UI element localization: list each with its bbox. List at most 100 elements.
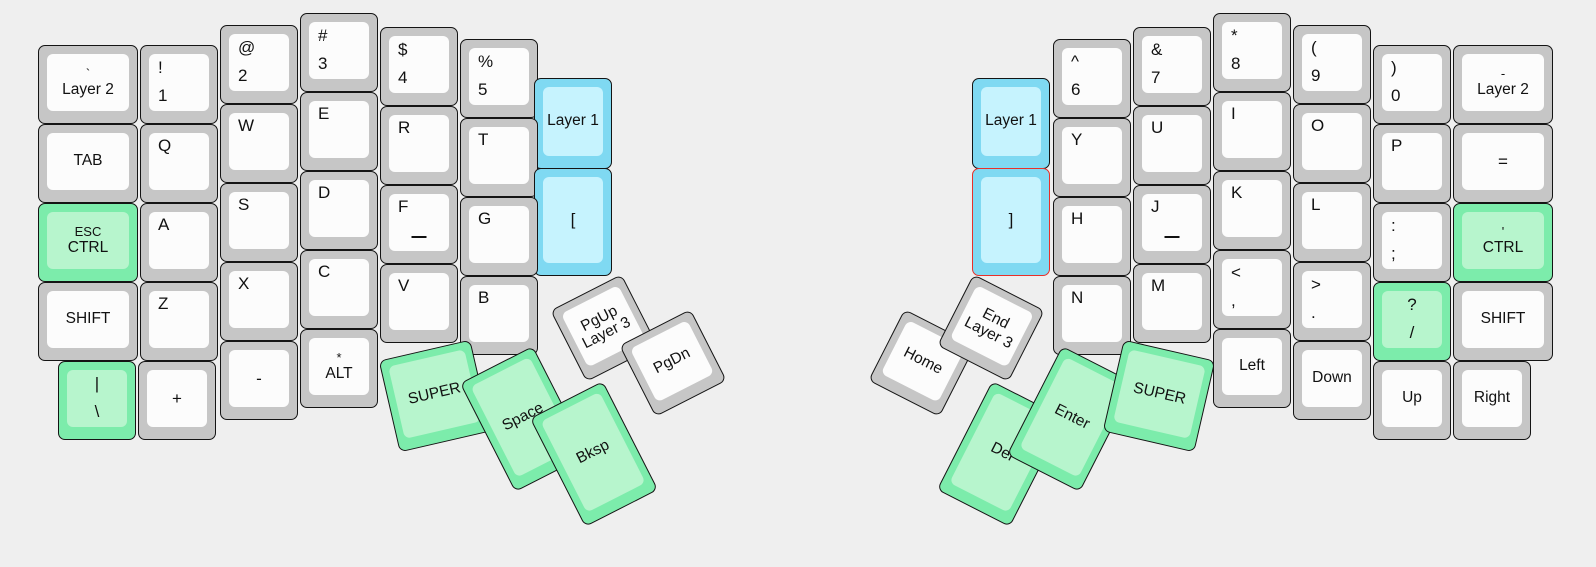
key-l-4[interactable]: $4	[380, 27, 458, 106]
keycap-l-g: G	[469, 206, 529, 263]
legend-base-r-7: 7	[1151, 68, 1161, 88]
key-l-shift[interactable]: SHIFT	[38, 282, 138, 361]
key-r-down[interactable]: Down	[1293, 341, 1371, 420]
key-r-h[interactable]: H	[1053, 197, 1131, 276]
legend-l-f: F	[398, 197, 409, 216]
key-r-super[interactable]: SUPER	[1102, 339, 1216, 453]
key-l-c[interactable]: C	[300, 250, 378, 329]
keycap-r-shift: SHIFT	[1462, 291, 1544, 348]
key-r-i[interactable]: I	[1213, 92, 1291, 171]
key-r-rbracket[interactable]: ]	[972, 168, 1050, 276]
key-l-a[interactable]: A	[140, 203, 218, 282]
key-l-v[interactable]: V	[380, 264, 458, 343]
key-r-equal[interactable]: =	[1453, 124, 1553, 203]
legend-shifted-r-9: (	[1311, 38, 1317, 57]
legend-r-right: Right	[1473, 389, 1511, 407]
key-l-z[interactable]: Z	[140, 282, 218, 361]
key-l-lbracket[interactable]: [	[534, 168, 612, 276]
keycap-l-5: %5	[469, 48, 529, 105]
key-r-9[interactable]: (9	[1293, 25, 1371, 104]
key-r-0[interactable]: )0	[1373, 45, 1451, 124]
key-r-m[interactable]: M	[1133, 264, 1211, 343]
key-r-p[interactable]: P	[1373, 124, 1451, 203]
legend-base-r-6: 6	[1071, 80, 1081, 100]
key-r-colon-semi[interactable]: :;	[1373, 203, 1451, 282]
keycap-r-right: Right	[1462, 370, 1522, 427]
key-l-plus[interactable]: +	[138, 361, 216, 440]
key-r-shift[interactable]: SHIFT	[1453, 282, 1553, 361]
keycap-l-pgdn: PgDn	[629, 319, 715, 403]
key-l-e[interactable]: E	[300, 92, 378, 171]
keycap-l-minus: -	[229, 350, 289, 407]
key-r-6[interactable]: ^6	[1053, 39, 1131, 118]
key-r-layer1[interactable]: Layer 1	[972, 78, 1050, 169]
keycap-l-lbracket: [	[543, 177, 603, 263]
keycap-r-0: )0	[1382, 54, 1442, 111]
key-r-y[interactable]: Y	[1053, 118, 1131, 197]
key-r-period[interactable]: >.	[1293, 262, 1371, 341]
key-l-5[interactable]: %5	[460, 39, 538, 118]
keycap-l-f: F	[389, 194, 449, 251]
legend-l-tab: TAB	[73, 152, 103, 170]
keycap-r-n: N	[1062, 285, 1122, 342]
key-r-o[interactable]: O	[1293, 104, 1371, 183]
key-r-right[interactable]: Right	[1453, 361, 1531, 440]
key-l-3[interactable]: #3	[300, 13, 378, 92]
key-r-minus-layer2[interactable]: -Layer 2	[1453, 45, 1553, 124]
key-r-up[interactable]: Up	[1373, 361, 1451, 440]
key-r-n[interactable]: N	[1053, 276, 1131, 355]
key-l-r[interactable]: R	[380, 106, 458, 185]
key-l-g[interactable]: G	[460, 197, 538, 276]
key-r-j[interactable]: J	[1133, 185, 1211, 264]
legend-base-l-3: 3	[318, 54, 328, 74]
legend-shifted-l-4: $	[398, 40, 408, 59]
key-l-t[interactable]: T	[460, 118, 538, 197]
legend-shifted-r-6: ^	[1071, 52, 1079, 71]
key-r-u[interactable]: U	[1133, 106, 1211, 185]
key-l-star-alt[interactable]: *ALT	[300, 329, 378, 408]
key-l-1[interactable]: !1	[140, 45, 218, 124]
keycap-r-super: SUPER	[1113, 349, 1206, 439]
legend-base-r-8: 8	[1231, 54, 1241, 74]
key-l-b[interactable]: B	[460, 276, 538, 355]
keycap-l-tab: TAB	[47, 133, 129, 190]
keycap-r-period: >.	[1302, 271, 1362, 328]
key-r-7[interactable]: &7	[1133, 27, 1211, 106]
key-l-s[interactable]: S	[220, 183, 298, 262]
key-l-pipe-backslash[interactable]: |\	[58, 361, 136, 440]
legend-lower-r-minus-layer2: Layer 2	[1477, 80, 1529, 98]
legend-upper-l-star-alt: *	[336, 350, 342, 366]
key-r-comma[interactable]: <,	[1213, 250, 1291, 329]
legend-lower-l-grave-layer2: Layer 2	[62, 80, 114, 98]
keycap-l-star-alt: *ALT	[309, 338, 369, 395]
legend-base-r-slash: /	[1409, 323, 1415, 343]
key-l-minus[interactable]: -	[220, 341, 298, 420]
key-r-l[interactable]: L	[1293, 183, 1371, 262]
legend-upper-r-quote-ctrl: '	[1501, 224, 1505, 240]
legend-shifted-r-0: )	[1391, 58, 1397, 77]
key-l-w[interactable]: W	[220, 104, 298, 183]
legend-r-up: Up	[1402, 389, 1422, 407]
key-l-f[interactable]: F	[380, 185, 458, 264]
key-l-grave-layer2[interactable]: `Layer 2	[38, 45, 138, 124]
legend-r-o: O	[1311, 116, 1325, 135]
key-l-q[interactable]: Q	[140, 124, 218, 203]
legend-l-pgdn: PgDn	[650, 344, 693, 378]
legend-lower-r-quote-ctrl: CTRL	[1482, 238, 1524, 256]
key-r-8[interactable]: *8	[1213, 13, 1291, 92]
keycap-r-o: O	[1302, 113, 1362, 170]
key-l-layer1[interactable]: Layer 1	[534, 78, 612, 169]
key-r-left[interactable]: Left	[1213, 329, 1291, 408]
key-l-d[interactable]: D	[300, 171, 378, 250]
keycap-l-4: $4	[389, 36, 449, 93]
keycap-r-9: (9	[1302, 34, 1362, 91]
key-l-2[interactable]: @2	[220, 25, 298, 104]
key-l-x[interactable]: X	[220, 262, 298, 341]
keycap-l-z: Z	[149, 291, 209, 348]
key-l-tab[interactable]: TAB	[38, 124, 138, 203]
key-r-quote-ctrl[interactable]: 'CTRL	[1453, 203, 1553, 282]
key-r-k[interactable]: K	[1213, 171, 1291, 250]
legend-r-i: I	[1231, 104, 1236, 123]
key-r-slash[interactable]: ?/	[1373, 282, 1451, 361]
